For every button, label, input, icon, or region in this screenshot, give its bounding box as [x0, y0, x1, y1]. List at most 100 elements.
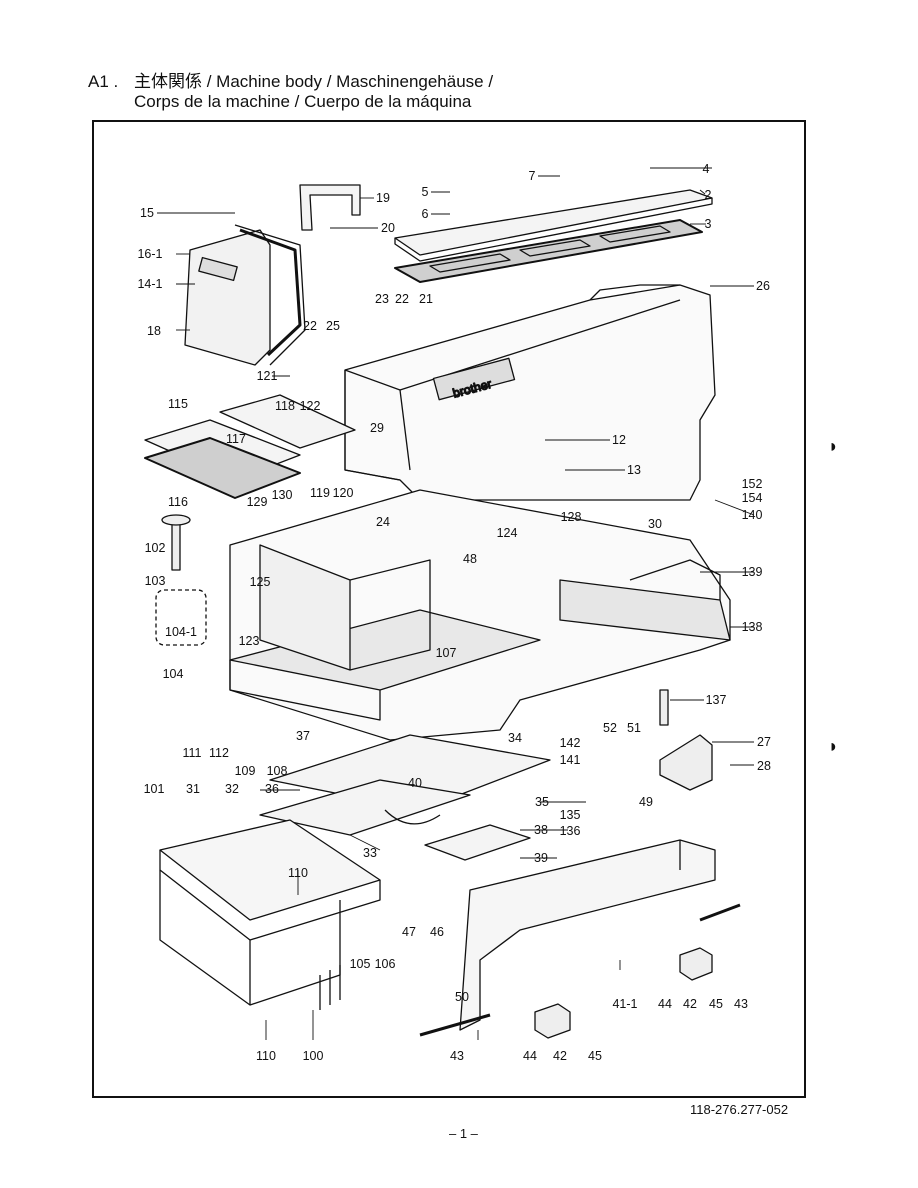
callout-124: 124 — [497, 526, 518, 540]
callout-3: 3 — [705, 217, 712, 231]
callout-45b: 45 — [588, 1049, 602, 1063]
callout-19: 19 — [376, 191, 390, 205]
callout-20: 20 — [381, 221, 395, 235]
callout-119: 119 — [310, 486, 330, 500]
callout-42: 42 — [683, 997, 697, 1011]
callout-26: 26 — [756, 279, 770, 293]
callout-141: 141 — [560, 753, 581, 767]
callout-40: 40 — [408, 776, 422, 790]
callout-51: 51 — [627, 721, 641, 735]
callout-115: 115 — [168, 397, 188, 411]
page-header: A1 . 主体関係 / Machine body / Maschinengehäu… — [88, 72, 788, 112]
callout-49: 49 — [639, 795, 653, 809]
callout-118: 118 — [275, 399, 295, 413]
side-cover — [459, 839, 716, 1031]
section-number: A1 . — [88, 72, 119, 91]
callout-45: 45 — [709, 997, 723, 1011]
callout-135: 135 — [560, 808, 581, 822]
callout-46: 46 — [430, 925, 444, 939]
callout-128: 128 — [561, 510, 582, 524]
callout-44: 44 — [658, 997, 672, 1011]
callout-31: 31 — [186, 782, 200, 796]
callout-24: 24 — [376, 515, 390, 529]
callout-111: 111 — [182, 746, 201, 760]
callout-37: 37 — [296, 729, 310, 743]
callout-152: 152 — [742, 477, 763, 491]
table-plate — [159, 819, 381, 921]
callout-130: 130 — [272, 488, 293, 502]
callout-103: 103 — [145, 574, 166, 588]
callout-109: 109 — [235, 764, 256, 778]
callout-110b: 110 — [256, 1049, 276, 1063]
callout-104-1: 104-1 — [165, 625, 197, 639]
callout-32: 32 — [225, 782, 239, 796]
callout-154: 154 — [742, 491, 763, 505]
callout-120: 120 — [333, 486, 354, 500]
callout-142: 142 — [560, 736, 581, 750]
callout-43b: 43 — [450, 1049, 464, 1063]
callout-34: 34 — [508, 731, 522, 745]
callout-137: 137 — [706, 693, 727, 707]
callout-14-1: 14-1 — [137, 277, 162, 291]
callout-100: 100 — [303, 1049, 324, 1063]
callout-22: 22 — [395, 292, 409, 306]
callout-106: 106 — [375, 957, 396, 971]
callout-30: 30 — [648, 517, 662, 531]
callout-140: 140 — [742, 508, 763, 522]
callout-labels: 7 4 2 5 6 3 19 15 20 16-1 14-1 26 23 22 … — [137, 162, 771, 1063]
face-cover — [184, 229, 271, 366]
callout-39: 39 — [534, 851, 548, 865]
callout-16-1: 16-1 — [137, 247, 162, 261]
callout-22b: 22 — [303, 319, 317, 333]
callout-25: 25 — [326, 319, 340, 333]
callout-105: 105 — [350, 957, 371, 971]
callout-107: 107 — [436, 646, 457, 660]
callout-42b: 42 — [553, 1049, 567, 1063]
callout-21: 21 — [419, 292, 433, 306]
callout-136: 136 — [560, 824, 581, 838]
callout-47: 47 — [402, 925, 416, 939]
callout-38: 38 — [534, 823, 548, 837]
callout-48: 48 — [463, 552, 477, 566]
callout-29: 29 — [370, 421, 384, 435]
callout-28: 28 — [757, 759, 771, 773]
callout-4: 4 — [703, 162, 710, 176]
page-number: – 1 – — [449, 1126, 478, 1141]
callout-121: 121 — [257, 369, 278, 383]
callout-41-1: 41-1 — [612, 997, 637, 1011]
callout-13: 13 — [627, 463, 641, 477]
binder-hole-mark-bottom: ◗ — [828, 736, 839, 756]
callout-50: 50 — [455, 990, 469, 1004]
callout-116: 116 — [168, 495, 188, 509]
callout-2: 2 — [705, 188, 712, 202]
callout-18: 18 — [147, 324, 161, 338]
title-line-1: A1 . 主体関係 / Machine body / Maschinengehäu… — [88, 72, 788, 92]
callout-112: 112 — [209, 746, 229, 760]
callout-23: 23 — [375, 292, 389, 306]
callout-122: 122 — [300, 399, 321, 413]
callout-5: 5 — [422, 185, 429, 199]
callout-15: 15 — [140, 206, 154, 220]
callout-138: 138 — [742, 620, 763, 634]
callout-52: 52 — [603, 721, 617, 735]
callout-44b: 44 — [523, 1049, 537, 1063]
callout-27: 27 — [757, 735, 771, 749]
callout-108: 108 — [267, 764, 288, 778]
diagram-frame — [92, 120, 806, 1098]
callout-102: 102 — [145, 541, 166, 555]
callout-104: 104 — [163, 667, 184, 681]
callout-110: 110 — [288, 866, 308, 880]
title-line-2: Corps de la machine / Cuerpo de la máqui… — [134, 92, 472, 111]
callout-7: 7 — [529, 169, 536, 183]
binder-hole-mark-top: ◗ — [828, 436, 839, 456]
title-text-1: 主体関係 / Machine body / Maschinengehäuse / — [134, 72, 494, 91]
callout-36: 36 — [265, 782, 279, 796]
callout-101: 101 — [144, 782, 165, 796]
callout-6: 6 — [422, 207, 429, 221]
callout-43: 43 — [734, 997, 748, 1011]
callout-125: 125 — [250, 575, 271, 589]
callout-12: 12 — [612, 433, 626, 447]
callout-123: 123 — [239, 634, 260, 648]
callout-117: 117 — [226, 432, 246, 446]
